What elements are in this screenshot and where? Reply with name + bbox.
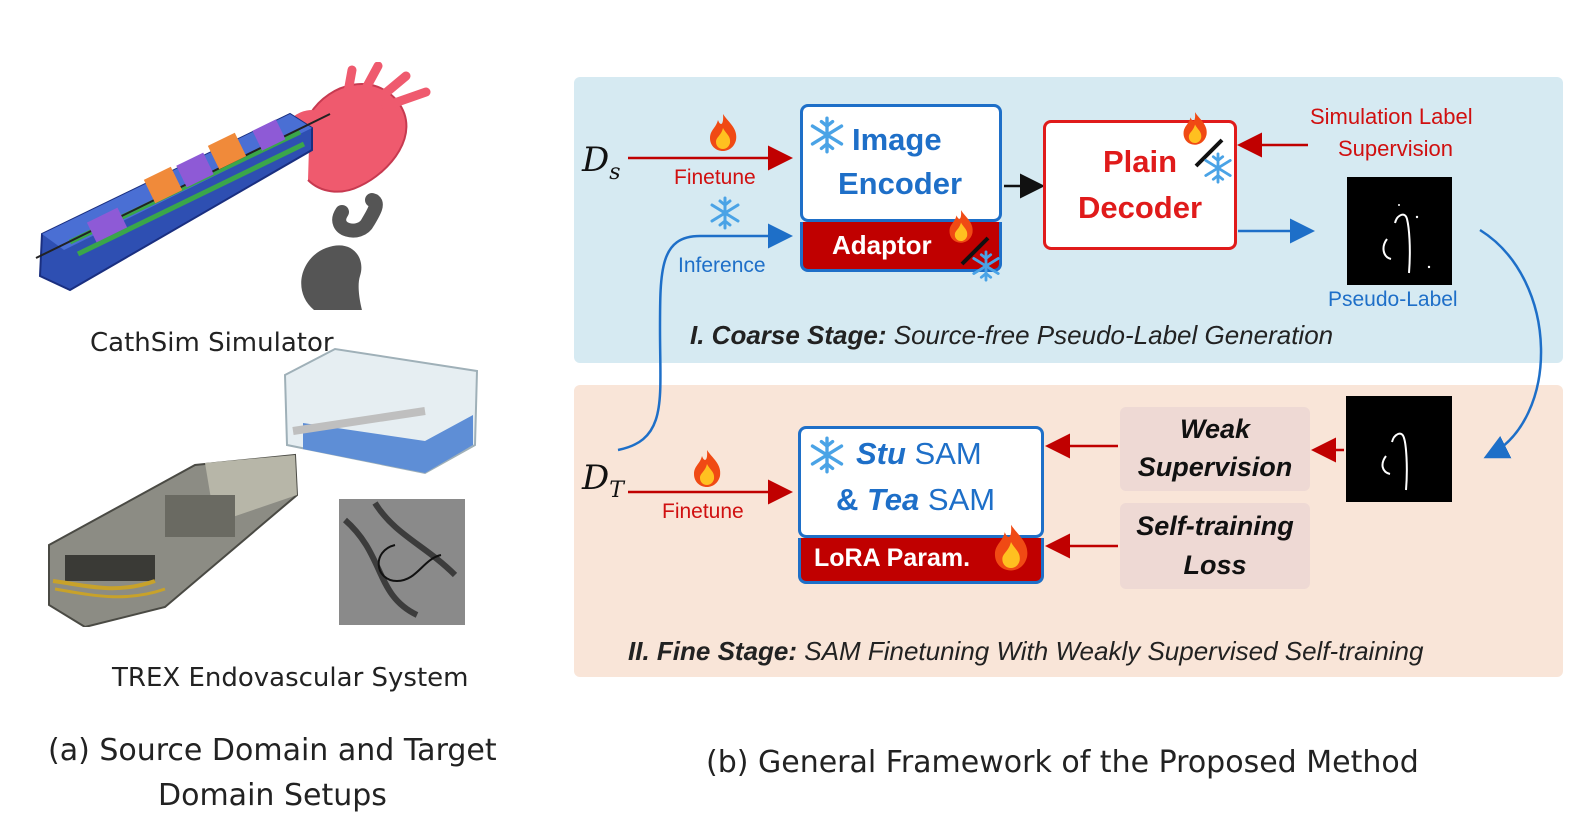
source-domain-symbol: Ds	[582, 140, 621, 185]
teacher-sam-label: & Tea SAM	[836, 482, 996, 517]
inference-label: Inference	[678, 254, 766, 277]
pseudo-label-caption: Pseudo-Label	[1328, 288, 1458, 311]
cathsim-simulator-image	[30, 62, 460, 312]
weak-supervision-line1: Weak	[1179, 414, 1251, 444]
cathsim-simulator-label: CathSim Simulator	[90, 328, 334, 358]
finetune-label-coarse: Finetune	[674, 166, 756, 189]
self-training-loss-box	[1120, 503, 1310, 589]
trex-system-image	[45, 345, 485, 627]
panel-b-caption: (b) General Framework of the Proposed Me…	[706, 745, 1419, 780]
image-encoder-line1: Image	[852, 122, 942, 157]
simulation-label-line2: Supervision	[1338, 136, 1453, 161]
trex-system-label: TREX Endovascular System	[112, 663, 469, 693]
image-encoder-line2: Encoder	[838, 166, 963, 201]
adaptor-label: Adaptor	[832, 230, 932, 260]
sam-box	[798, 426, 1044, 538]
student-sam-label: Stu SAM	[856, 436, 982, 471]
lora-param-label: LoRA Param.	[814, 544, 971, 572]
plain-decoder-line1: Plain	[1102, 144, 1178, 179]
self-training-line2: Loss	[1183, 550, 1247, 580]
weak-supervision-box	[1120, 407, 1310, 491]
pseudo-label-mask	[1347, 177, 1452, 285]
plain-decoder-line2: Decoder	[1077, 190, 1203, 225]
coarse-stage-title: I. Coarse Stage: Source-free Pseudo-Labe…	[690, 320, 1334, 350]
fine-stage-title: II. Fine Stage: SAM Finetuning With Weak…	[628, 636, 1424, 666]
target-domain-symbol: DT	[582, 458, 624, 503]
finetune-label-fine: Finetune	[662, 500, 744, 523]
weak-supervision-line2: Supervision	[1137, 452, 1293, 482]
panel-a-caption-line2: Domain Setups	[158, 778, 387, 813]
panel-a-caption-line1: (a) Source Domain and Target	[48, 733, 497, 768]
simulation-label-line1: Simulation Label	[1310, 104, 1473, 129]
self-training-line1: Self-training	[1136, 511, 1294, 541]
image-encoder-box	[800, 104, 1002, 222]
plain-decoder-box	[1043, 120, 1237, 250]
refined-label-mask	[1346, 396, 1452, 502]
